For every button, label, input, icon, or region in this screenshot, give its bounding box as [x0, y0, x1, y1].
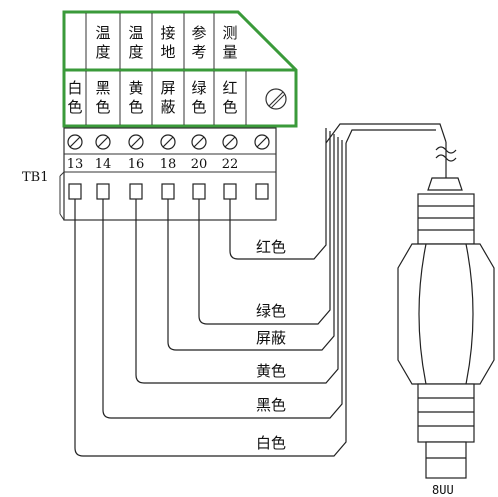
header-top-label: 温 — [128, 24, 143, 42]
terminal-number: 18 — [160, 157, 177, 172]
probe-bottom-label: 8UU — [432, 483, 454, 497]
screw-icon — [222, 134, 238, 150]
screw-icon — [95, 134, 111, 150]
cable-tilde-icon — [435, 142, 457, 178]
terminal-slot — [96, 183, 110, 200]
header-top-label: 度 — [128, 43, 143, 61]
wires — [74, 123, 447, 457]
header-top-label: 参 — [191, 24, 206, 42]
header-bottom-label: 屏 — [160, 79, 175, 97]
wire-label: 红色 — [256, 238, 286, 256]
terminal-numbers: 13 14 16 18 20 22 — [67, 157, 239, 172]
cable-bundle — [345, 129, 436, 144]
header-bottom-label: 色 — [222, 98, 237, 116]
screw-icon — [160, 134, 176, 150]
header-top-label: 温 — [95, 24, 110, 42]
terminal-number: 16 — [128, 157, 145, 172]
header-panel — [62, 10, 298, 128]
terminal-number: 20 — [191, 157, 208, 172]
sensor-probe-icon — [397, 142, 495, 479]
header-top-label: 接 — [160, 24, 175, 42]
terminal-slot — [255, 183, 269, 200]
screw-icon — [128, 134, 144, 150]
header-bottom-label: 黑 — [95, 79, 110, 97]
wire-label: 屏蔽 — [256, 329, 286, 347]
header-bottom-label: 黄 — [128, 79, 143, 97]
header-top-label: 量 — [222, 43, 237, 61]
header-bottom-label: 色 — [95, 98, 110, 116]
header-bottom-label: 色 — [67, 98, 82, 116]
terminal-slot — [192, 183, 206, 200]
wire — [102, 140, 343, 419]
wire-label: 黑色 — [256, 396, 286, 414]
terminal-number: 14 — [95, 157, 112, 172]
header-bottom-label: 色 — [128, 98, 143, 116]
wire — [229, 128, 327, 260]
terminal-slot — [161, 183, 175, 200]
wire-label: 白色 — [256, 434, 286, 452]
wire-label: 黄色 — [256, 362, 286, 380]
terminal-number: 22 — [222, 157, 239, 172]
header-bottom-label: 红 — [222, 79, 237, 97]
header-top-label: 测 — [222, 24, 237, 42]
terminal-number: 13 — [67, 157, 84, 172]
header-top-label: 考 — [191, 43, 206, 61]
screw-icon — [265, 88, 287, 110]
header-top-label: 地 — [160, 43, 175, 61]
terminal-slot — [223, 183, 237, 200]
header-bottom-label: 绿 — [191, 79, 206, 97]
wire — [74, 143, 347, 457]
terminal-slot — [68, 183, 82, 200]
wire-label: 绿色 — [256, 302, 286, 320]
wire — [167, 134, 335, 351]
header-bottom-label: 色 — [191, 98, 206, 116]
terminal-slot — [129, 183, 143, 200]
header-bottom-label: 蔽 — [160, 98, 175, 116]
terminal-boxes — [68, 183, 269, 200]
cable-bundle — [325, 123, 447, 144]
screw-icon — [254, 134, 270, 150]
screw-icon — [191, 134, 207, 150]
wire — [198, 131, 331, 325]
screw-icon — [67, 134, 83, 150]
header-bottom-label: 白 — [67, 79, 82, 97]
wire — [135, 137, 339, 384]
terminal-screws — [67, 134, 270, 150]
terminal-block-label: TB1 — [22, 170, 49, 185]
header-top-label: 度 — [95, 43, 110, 61]
